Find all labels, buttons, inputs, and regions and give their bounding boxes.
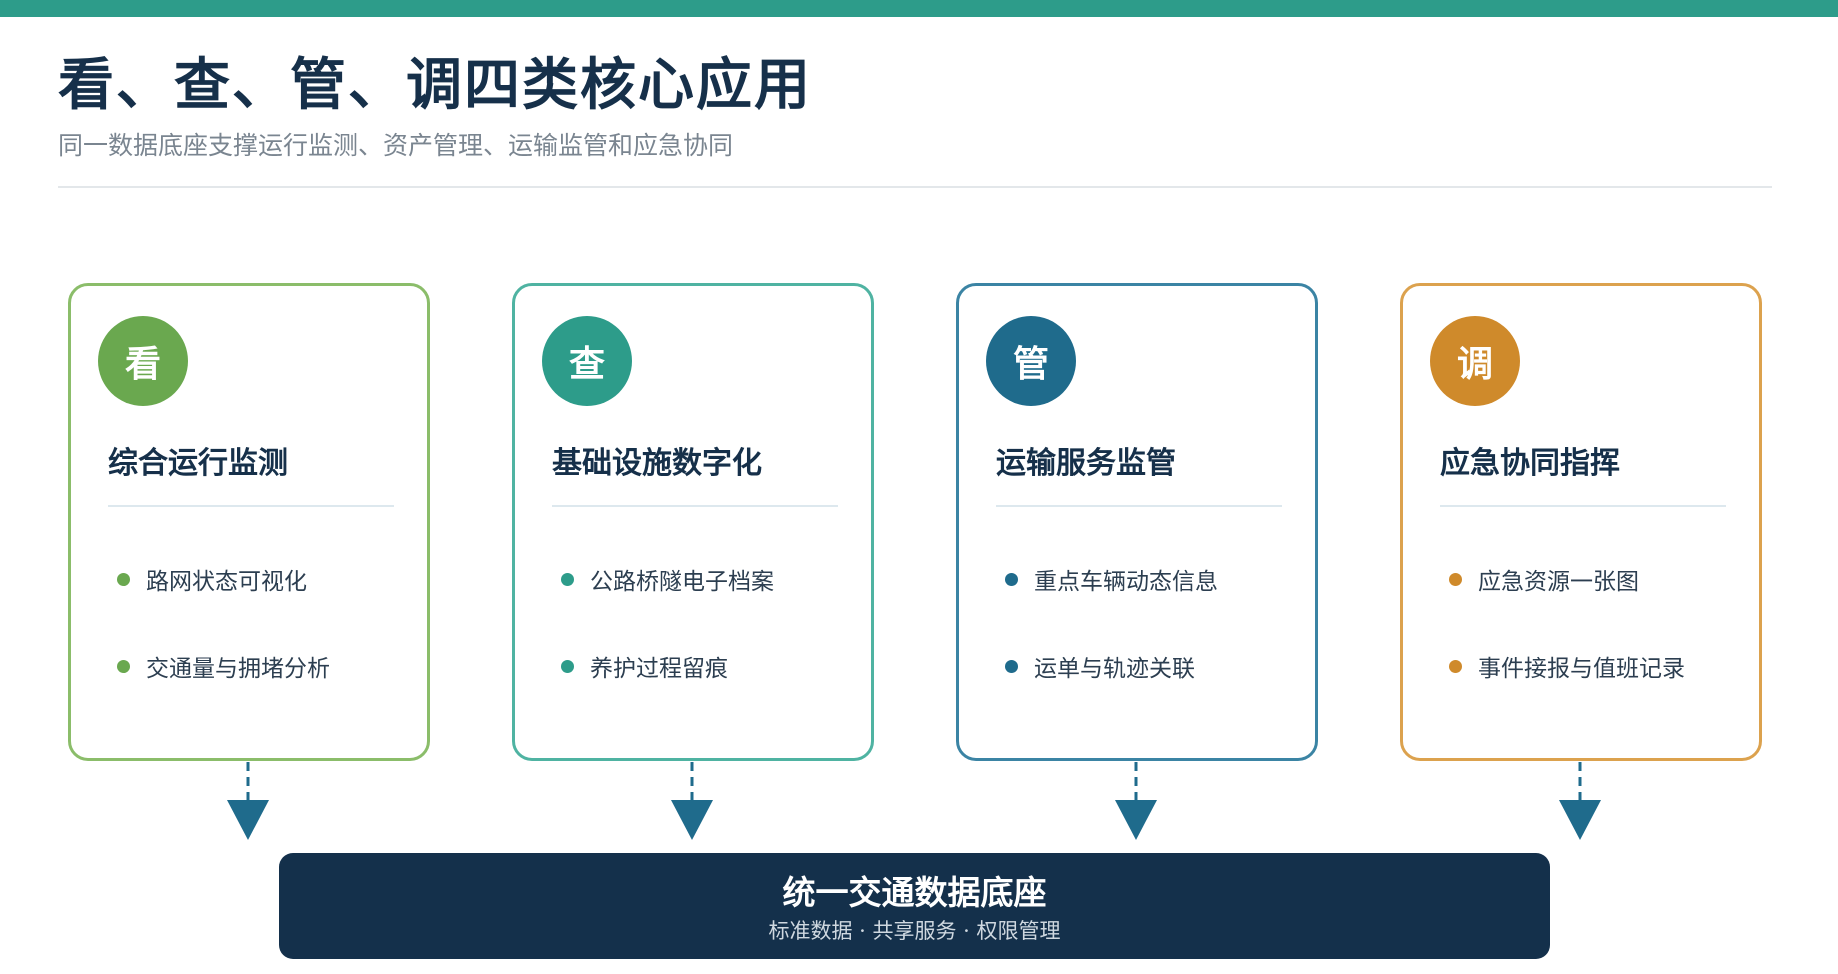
page-title: 看、查、管、调四类核心应用 <box>58 52 812 118</box>
card-bullet: 公路桥隧电子档案 <box>561 564 774 595</box>
bullet-dot-icon <box>561 659 574 673</box>
bullet-text: 事件接报与值班记录 <box>1478 656 1685 682</box>
bullet-text: 重点车辆动态信息 <box>1034 569 1218 595</box>
card-transport: 管 运输服务监管 重点车辆动态信息 运单与轨迹关联 <box>956 283 1318 761</box>
bullet-dot-icon <box>1005 659 1018 673</box>
header-divider <box>58 186 1772 188</box>
card-badge: 管 <box>986 316 1076 406</box>
bullet-dot-icon <box>117 659 130 673</box>
card-badge: 查 <box>542 316 632 406</box>
base-title: 统一交通数据底座 <box>782 873 1047 912</box>
bullet-text: 应急资源一张图 <box>1478 569 1639 595</box>
card-bullet: 运单与轨迹关联 <box>1005 651 1195 682</box>
bullet-dot-icon <box>117 572 130 586</box>
arrow-down-icon <box>671 800 713 840</box>
bullet-dot-icon <box>1449 659 1462 673</box>
card-monitoring: 看 综合运行监测 路网状态可视化 交通量与拥堵分析 <box>68 283 430 761</box>
arrow-card-0 <box>227 762 269 840</box>
arrow-card-3 <box>1559 762 1601 840</box>
arrow-down-icon <box>1115 800 1157 840</box>
bullet-text: 公路桥隧电子档案 <box>590 569 774 595</box>
data-foundation-box: 统一交通数据底座 标准数据 · 共享服务 · 权限管理 <box>279 853 1550 959</box>
card-title: 基础设施数字化 <box>552 446 762 481</box>
card-title: 运输服务监管 <box>996 446 1176 481</box>
card-bullet: 事件接报与值班记录 <box>1449 651 1685 682</box>
card-bullet: 重点车辆动态信息 <box>1005 564 1218 595</box>
bullet-dot-icon <box>1449 572 1462 586</box>
card-divider <box>1440 505 1726 507</box>
base-subtitle: 标准数据 · 共享服务 · 权限管理 <box>768 919 1061 943</box>
bullet-text: 运单与轨迹关联 <box>1034 656 1195 682</box>
card-divider <box>552 505 838 507</box>
card-infrastructure: 查 基础设施数字化 公路桥隧电子档案 养护过程留痕 <box>512 283 874 761</box>
card-divider <box>108 505 394 507</box>
card-bullet: 养护过程留痕 <box>561 651 728 682</box>
card-title: 综合运行监测 <box>108 446 288 481</box>
bullet-text: 路网状态可视化 <box>146 569 307 595</box>
arrow-down-icon <box>227 800 269 840</box>
page-subtitle: 同一数据底座支撑运行监测、资产管理、运输监管和应急协同 <box>58 131 734 160</box>
card-bullet: 应急资源一张图 <box>1449 564 1639 595</box>
card-title: 应急协同指挥 <box>1440 446 1620 481</box>
arrow-card-2 <box>1115 762 1157 840</box>
bullet-text: 交通量与拥堵分析 <box>146 656 330 682</box>
top-accent-bar <box>0 0 1838 17</box>
card-emergency: 调 应急协同指挥 应急资源一张图 事件接报与值班记录 <box>1400 283 1762 761</box>
arrow-card-1 <box>671 762 713 840</box>
card-bullet: 交通量与拥堵分析 <box>117 651 330 682</box>
bullet-text: 养护过程留痕 <box>590 656 728 682</box>
card-badge: 看 <box>98 316 188 406</box>
card-badge: 调 <box>1430 316 1520 406</box>
bullet-dot-icon <box>1005 572 1018 586</box>
arrow-down-icon <box>1559 800 1601 840</box>
card-divider <box>996 505 1282 507</box>
bullet-dot-icon <box>561 572 574 586</box>
card-bullet: 路网状态可视化 <box>117 564 307 595</box>
